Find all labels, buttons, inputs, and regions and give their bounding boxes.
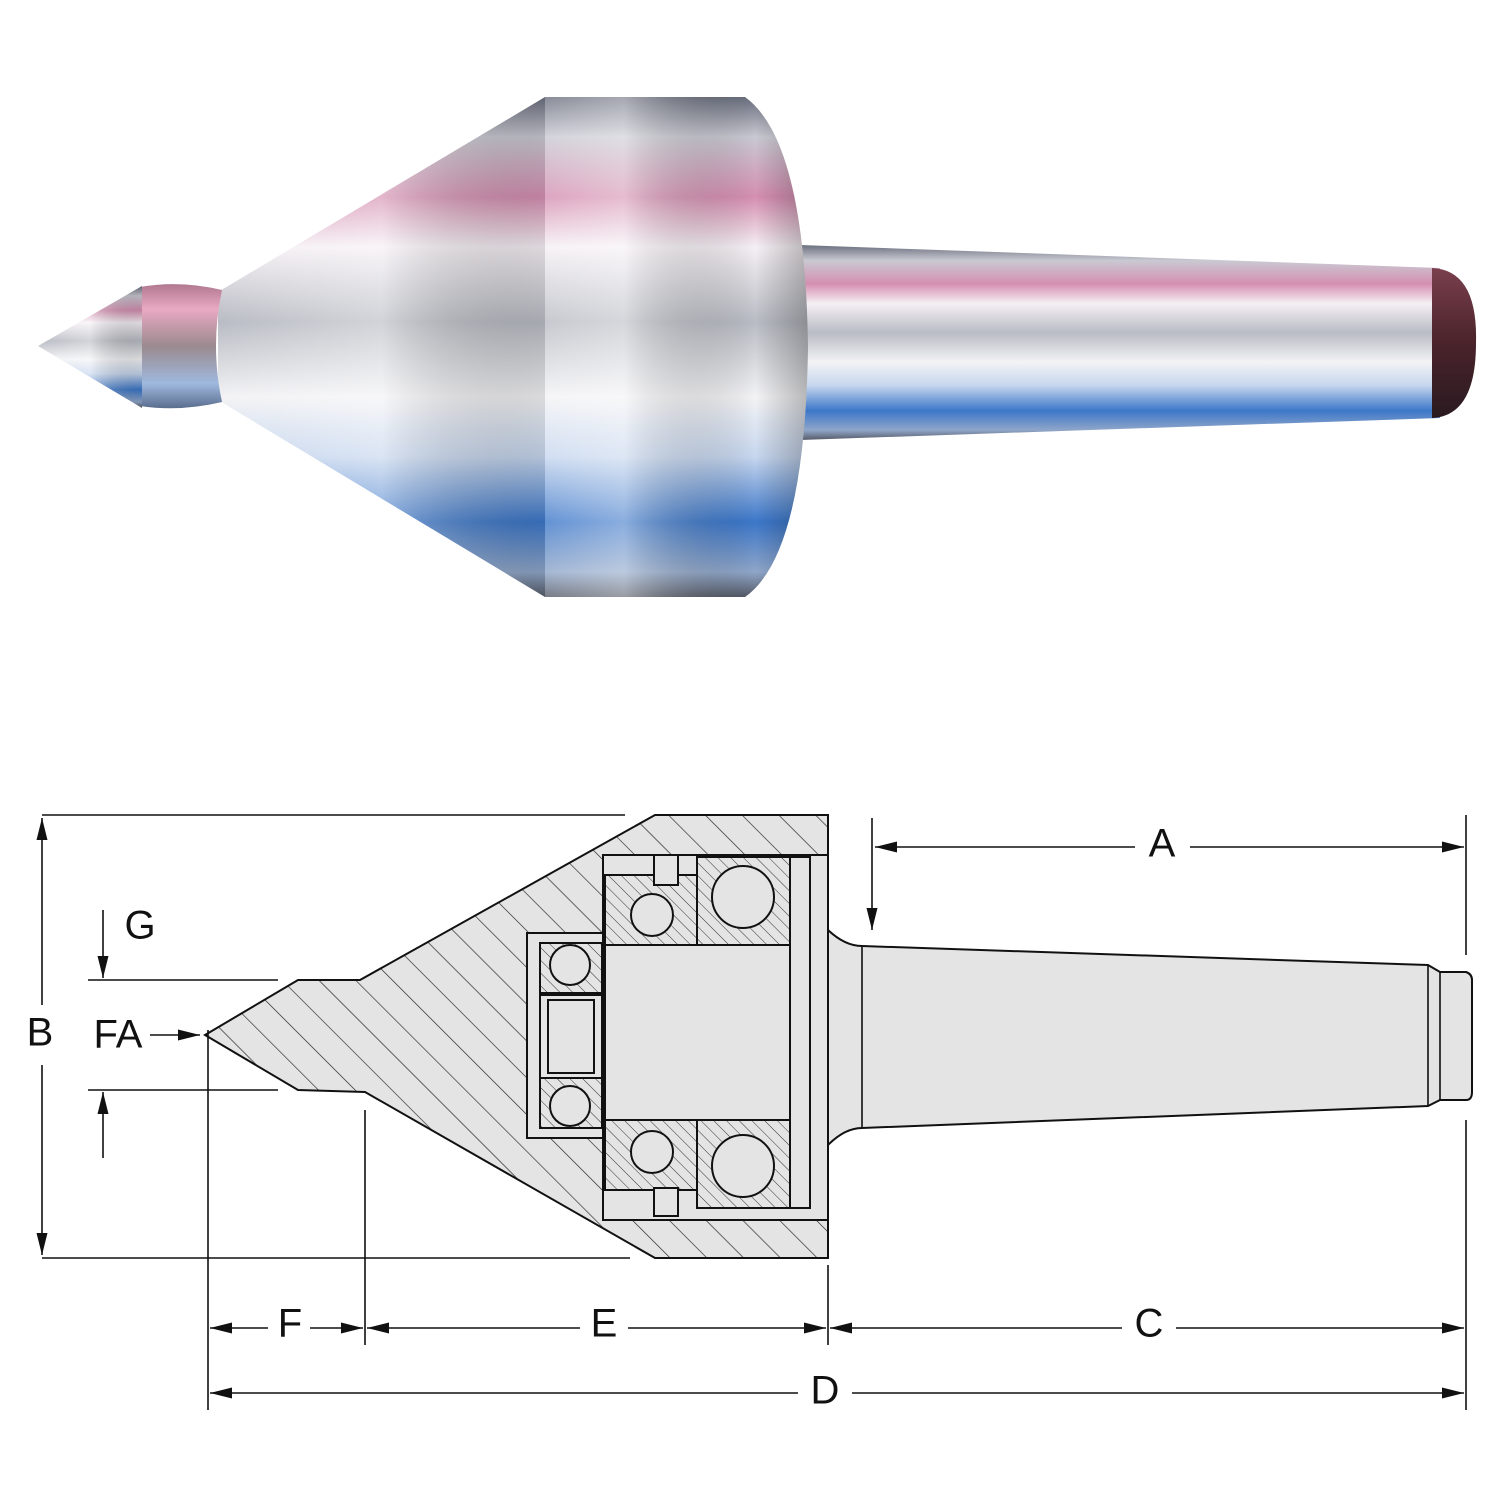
inner-shaft — [604, 944, 791, 1121]
point-neck-ring — [140, 284, 222, 409]
dim-label-b: B — [27, 1011, 54, 1055]
live-center-photo — [38, 97, 1477, 597]
rear-bearings — [604, 854, 811, 1217]
shank-end-cap — [1432, 268, 1477, 418]
dim-label-d: D — [811, 1369, 840, 1413]
drawing-shank — [827, 927, 1473, 1148]
morse-taper-shank — [800, 245, 1440, 440]
dim-label-a: A — [1149, 822, 1176, 866]
front-bearing — [526, 932, 604, 1139]
dim-label-c: C — [1135, 1302, 1164, 1346]
dim-label-fa: FA — [94, 1013, 143, 1057]
dim-label-f: F — [278, 1302, 302, 1346]
dim-label-e: E — [591, 1302, 618, 1346]
dim-label-g: G — [124, 904, 155, 948]
section-drawing: B G FA A F E C D — [27, 814, 1473, 1413]
